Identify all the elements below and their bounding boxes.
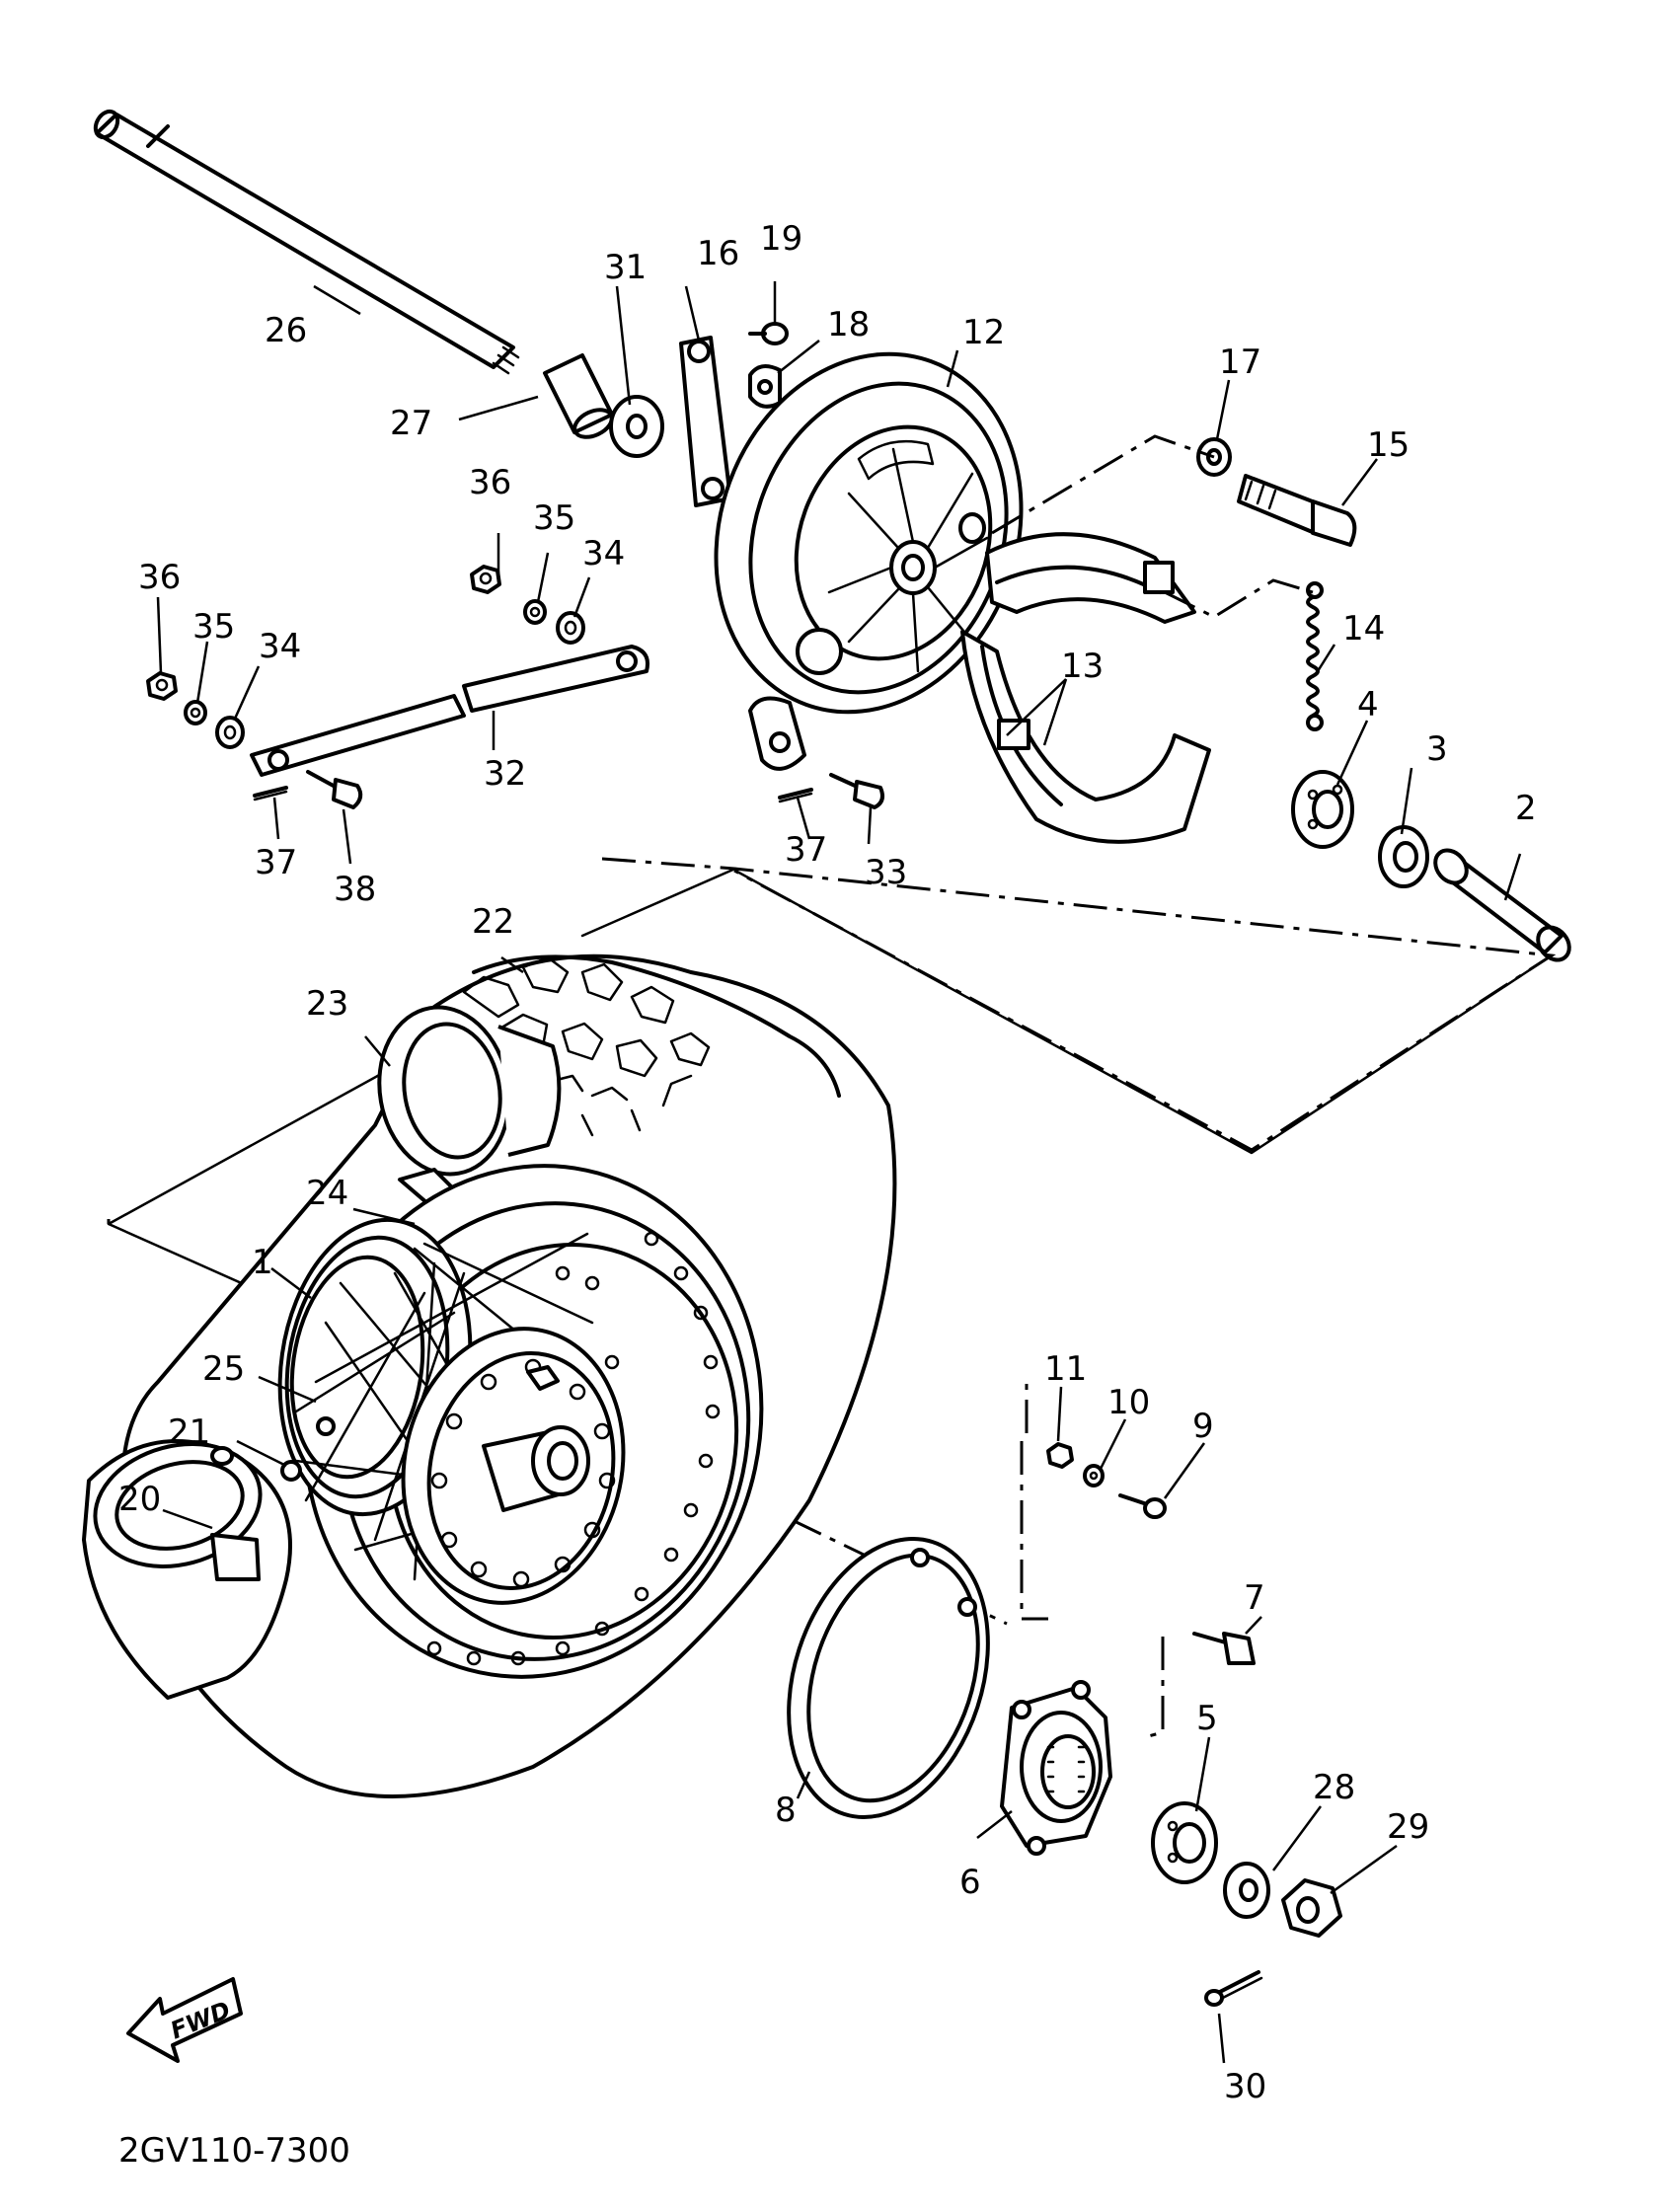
spoke-nipple-21	[280, 1460, 302, 1482]
inner-tube-lower	[82, 1439, 292, 1700]
callout-13: 13	[1061, 647, 1104, 686]
bolt-33	[829, 773, 884, 809]
callout-35-mid: 35	[533, 498, 575, 538]
callout-29: 29	[1387, 1807, 1429, 1847]
callout-35-left: 35	[192, 607, 235, 647]
brake-shoe-kit	[960, 532, 1211, 844]
clutch-hub-6	[1000, 1680, 1112, 1856]
cotter-pin-37-right	[778, 788, 813, 803]
nut-36-mid	[470, 565, 501, 594]
callout-5: 5	[1196, 1699, 1218, 1738]
callout-2: 2	[1515, 789, 1537, 828]
bolt-9	[1118, 1493, 1167, 1519]
nut-11	[1046, 1442, 1074, 1469]
callout-9: 9	[1192, 1407, 1214, 1446]
callout-1: 1	[252, 1243, 273, 1282]
circlip-8	[787, 1537, 990, 1819]
bearing-5	[1151, 1801, 1218, 1884]
diagram-code: 2GV110-7300	[118, 2131, 350, 2171]
callout-36-left: 36	[138, 558, 181, 597]
callout-26: 26	[265, 311, 307, 350]
rear-axle	[93, 109, 520, 375]
callout-16: 16	[697, 234, 739, 273]
plate-18	[748, 364, 782, 409]
callout-34-left: 34	[259, 627, 301, 666]
bearing-4	[1291, 770, 1354, 849]
washer-34-left	[215, 716, 245, 749]
spoke-25	[316, 1416, 336, 1436]
callout-27: 27	[390, 404, 432, 443]
callout-7: 7	[1244, 1578, 1265, 1618]
callout-36-mid: 36	[469, 463, 511, 502]
washer-28	[1223, 1862, 1270, 1919]
callout-labels: 26 27 31 16 19 18 12 17 15 36 35 34 36 3…	[118, 219, 1537, 2106]
fwd-arrow-icon: FWD	[126, 1977, 243, 2063]
callout-33: 33	[865, 853, 907, 892]
wheel-spacer-2	[1433, 848, 1571, 962]
nut-36-left	[146, 671, 178, 701]
bolt-38	[306, 770, 363, 809]
axle-collar	[543, 353, 614, 439]
leader-lines	[156, 281, 1522, 2064]
callout-22: 22	[472, 902, 514, 942]
callout-34-mid: 34	[582, 534, 625, 573]
axle-nut-29	[1281, 1878, 1342, 1938]
callout-37-right: 37	[785, 830, 827, 870]
callout-6: 6	[959, 1863, 981, 1902]
callout-28: 28	[1313, 1768, 1355, 1807]
callout-38: 38	[334, 870, 376, 909]
brake-shoe-plate	[714, 351, 1024, 771]
bolt-19	[748, 322, 789, 345]
callout-31: 31	[604, 248, 647, 287]
wheel-assembly	[277, 1164, 764, 1679]
cotter-pin-37-left	[253, 786, 288, 801]
washer-35-left	[184, 700, 207, 725]
washer-31	[609, 395, 664, 458]
callout-8: 8	[775, 1791, 797, 1830]
callout-37-left: 37	[255, 843, 297, 882]
callout-14: 14	[1342, 609, 1385, 648]
tension-spring	[1306, 581, 1324, 731]
callout-24: 24	[306, 1174, 348, 1213]
callout-17: 17	[1219, 343, 1261, 382]
callout-25: 25	[202, 1349, 245, 1389]
callout-20: 20	[118, 1480, 161, 1519]
callout-4: 4	[1357, 685, 1379, 725]
callout-23: 23	[306, 984, 348, 1024]
brake-camshaft-lever	[679, 336, 732, 507]
callout-10: 10	[1107, 1383, 1150, 1422]
washer-10	[1083, 1464, 1105, 1487]
oil-seal-3	[1378, 825, 1429, 888]
callout-12: 12	[962, 313, 1005, 352]
callout-11: 11	[1044, 1349, 1087, 1389]
callout-21: 21	[168, 1412, 210, 1452]
callout-3: 3	[1426, 729, 1448, 769]
tension-bar	[250, 645, 649, 777]
callout-18: 18	[827, 305, 870, 344]
callout-15: 15	[1367, 425, 1410, 465]
brake-camshaft	[1237, 474, 1357, 547]
callout-30: 30	[1224, 2067, 1266, 2106]
callout-19: 19	[760, 219, 802, 259]
bolt-7	[1192, 1632, 1256, 1665]
callout-32: 32	[484, 754, 526, 794]
washer-34-mid	[556, 611, 585, 645]
cotter-pin-30	[1204, 1970, 1263, 2007]
washer-35-mid	[523, 599, 547, 625]
inner-tube-upper	[377, 1005, 562, 1177]
